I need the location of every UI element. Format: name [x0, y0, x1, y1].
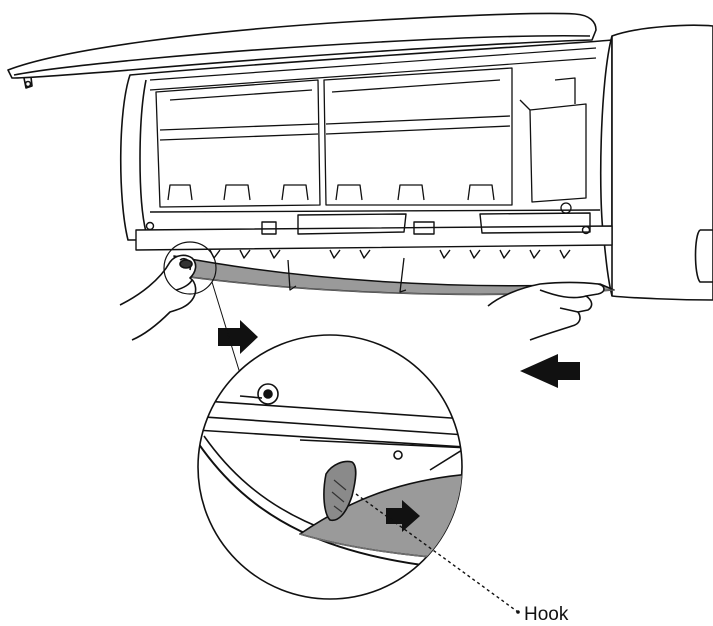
housing [119, 39, 613, 241]
front-panel-lid [7, 12, 597, 89]
right-hand [487, 281, 605, 341]
ac-unit [7, 12, 713, 301]
hook-slide-arrow-icon [386, 500, 420, 532]
hook-callout: Hook [355, 493, 569, 625]
pull-arrow-right-icon [218, 320, 258, 354]
filter-frames [155, 67, 513, 208]
push-arrow-left-icon [520, 354, 580, 388]
control-box [519, 77, 587, 214]
detail-circle [197, 334, 463, 600]
hook-label: Hook [524, 604, 569, 625]
detail-source-circle [163, 241, 243, 381]
left-hand [119, 254, 197, 341]
side-cover [599, 24, 713, 301]
